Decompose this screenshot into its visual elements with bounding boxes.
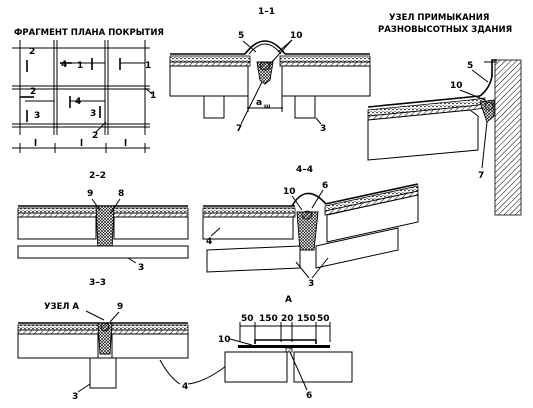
junction-title-1: УЗЕЛ ПРИМЫКАНИЯ (389, 13, 489, 23)
plan-span-1: l (34, 139, 37, 149)
s33-callout-9: 9 (117, 302, 123, 312)
s11-callout-3: 3 (320, 124, 326, 134)
s44-callout-10: 10 (283, 187, 296, 197)
plan-callout-2b: 2 (30, 87, 36, 97)
dim-a-5: 50 (317, 314, 330, 324)
plan-fragment: ФРАГМЕНТ ПЛАНА ПОКРЫТИЯ 2 4 1 1 2 4 (12, 28, 164, 153)
section-2-2: 2–2 9 8 3 (17, 171, 189, 273)
junction-different-heights: УЗЕЛ ПРИМЫКАНИЯ РАЗНОВЫСОТНЫХ ЗДАНИЯ 5 1… (367, 13, 522, 216)
detail-a-title: А (285, 295, 292, 305)
s44-callout-6: 6 (322, 181, 328, 191)
s11-callout-7: 7 (236, 124, 242, 134)
plan-fragment-title: ФРАГМЕНТ ПЛАНА ПОКРЫТИЯ (14, 28, 164, 38)
plan-callout-2c: 2 (92, 131, 98, 141)
section-4-4-title: 4–4 (296, 165, 313, 175)
plan-callout-1a: 1 (77, 61, 83, 71)
s11-callout-10: 10 (290, 31, 303, 41)
s33-callout-4: 4 (182, 382, 188, 392)
dim-a-4: 150 (297, 314, 316, 324)
s22-callout-3: 3 (138, 263, 144, 273)
section-2-2-title: 2–2 (89, 171, 106, 181)
section-1-1: 1–1 a ш 5 10 7 3 (169, 7, 371, 134)
junction-title-2: РАЗНОВЫСОТНЫХ ЗДАНИЯ (378, 25, 512, 35)
junction-callout-7: 7 (478, 171, 484, 181)
junction-callout-10: 10 (450, 81, 463, 91)
junction-callout-5: 5 (467, 61, 473, 71)
joint-width-label: a (256, 98, 262, 108)
section-3-3: 3–3 УЗЕЛ А 9 3 4 (17, 278, 227, 402)
plan-callout-3b: 3 (90, 109, 96, 119)
section-3-3-title: 3–3 (89, 278, 106, 288)
uzel-a-label: УЗЕЛ А (44, 302, 79, 312)
dim-a-1: 50 (241, 314, 254, 324)
section-4-4: 4–4 10 6 4 3 (202, 165, 419, 289)
detail-a-callout-10: 10 (218, 335, 231, 345)
s22-callout-9: 9 (87, 189, 93, 199)
s22-callout-8: 8 (118, 189, 124, 199)
joint-width-sub: ш (264, 103, 270, 110)
plan-callout-3a: 3 (34, 111, 40, 121)
dim-a-2: 150 (259, 314, 278, 324)
plan-span-3: l (124, 139, 127, 149)
s11-callout-5: 5 (238, 31, 244, 41)
detail-a: А 50 150 20 150 50 10 6 (218, 295, 353, 401)
plan-callout-1c: 1 (150, 91, 156, 101)
s44-callout-3: 3 (308, 279, 314, 289)
s44-callout-4: 4 (206, 237, 212, 247)
section-1-1-title: 1–1 (258, 7, 275, 17)
plan-callout-1b: 1 (145, 61, 151, 71)
s33-callout-3: 3 (72, 392, 78, 402)
dim-a-3: 20 (281, 314, 294, 324)
plan-callout-4a: 4 (61, 60, 67, 70)
plan-callout-4b: 4 (75, 97, 81, 107)
plan-callout-2a: 2 (29, 47, 35, 57)
detail-a-callout-6: 6 (306, 391, 312, 401)
plan-span-2: l (80, 139, 83, 149)
